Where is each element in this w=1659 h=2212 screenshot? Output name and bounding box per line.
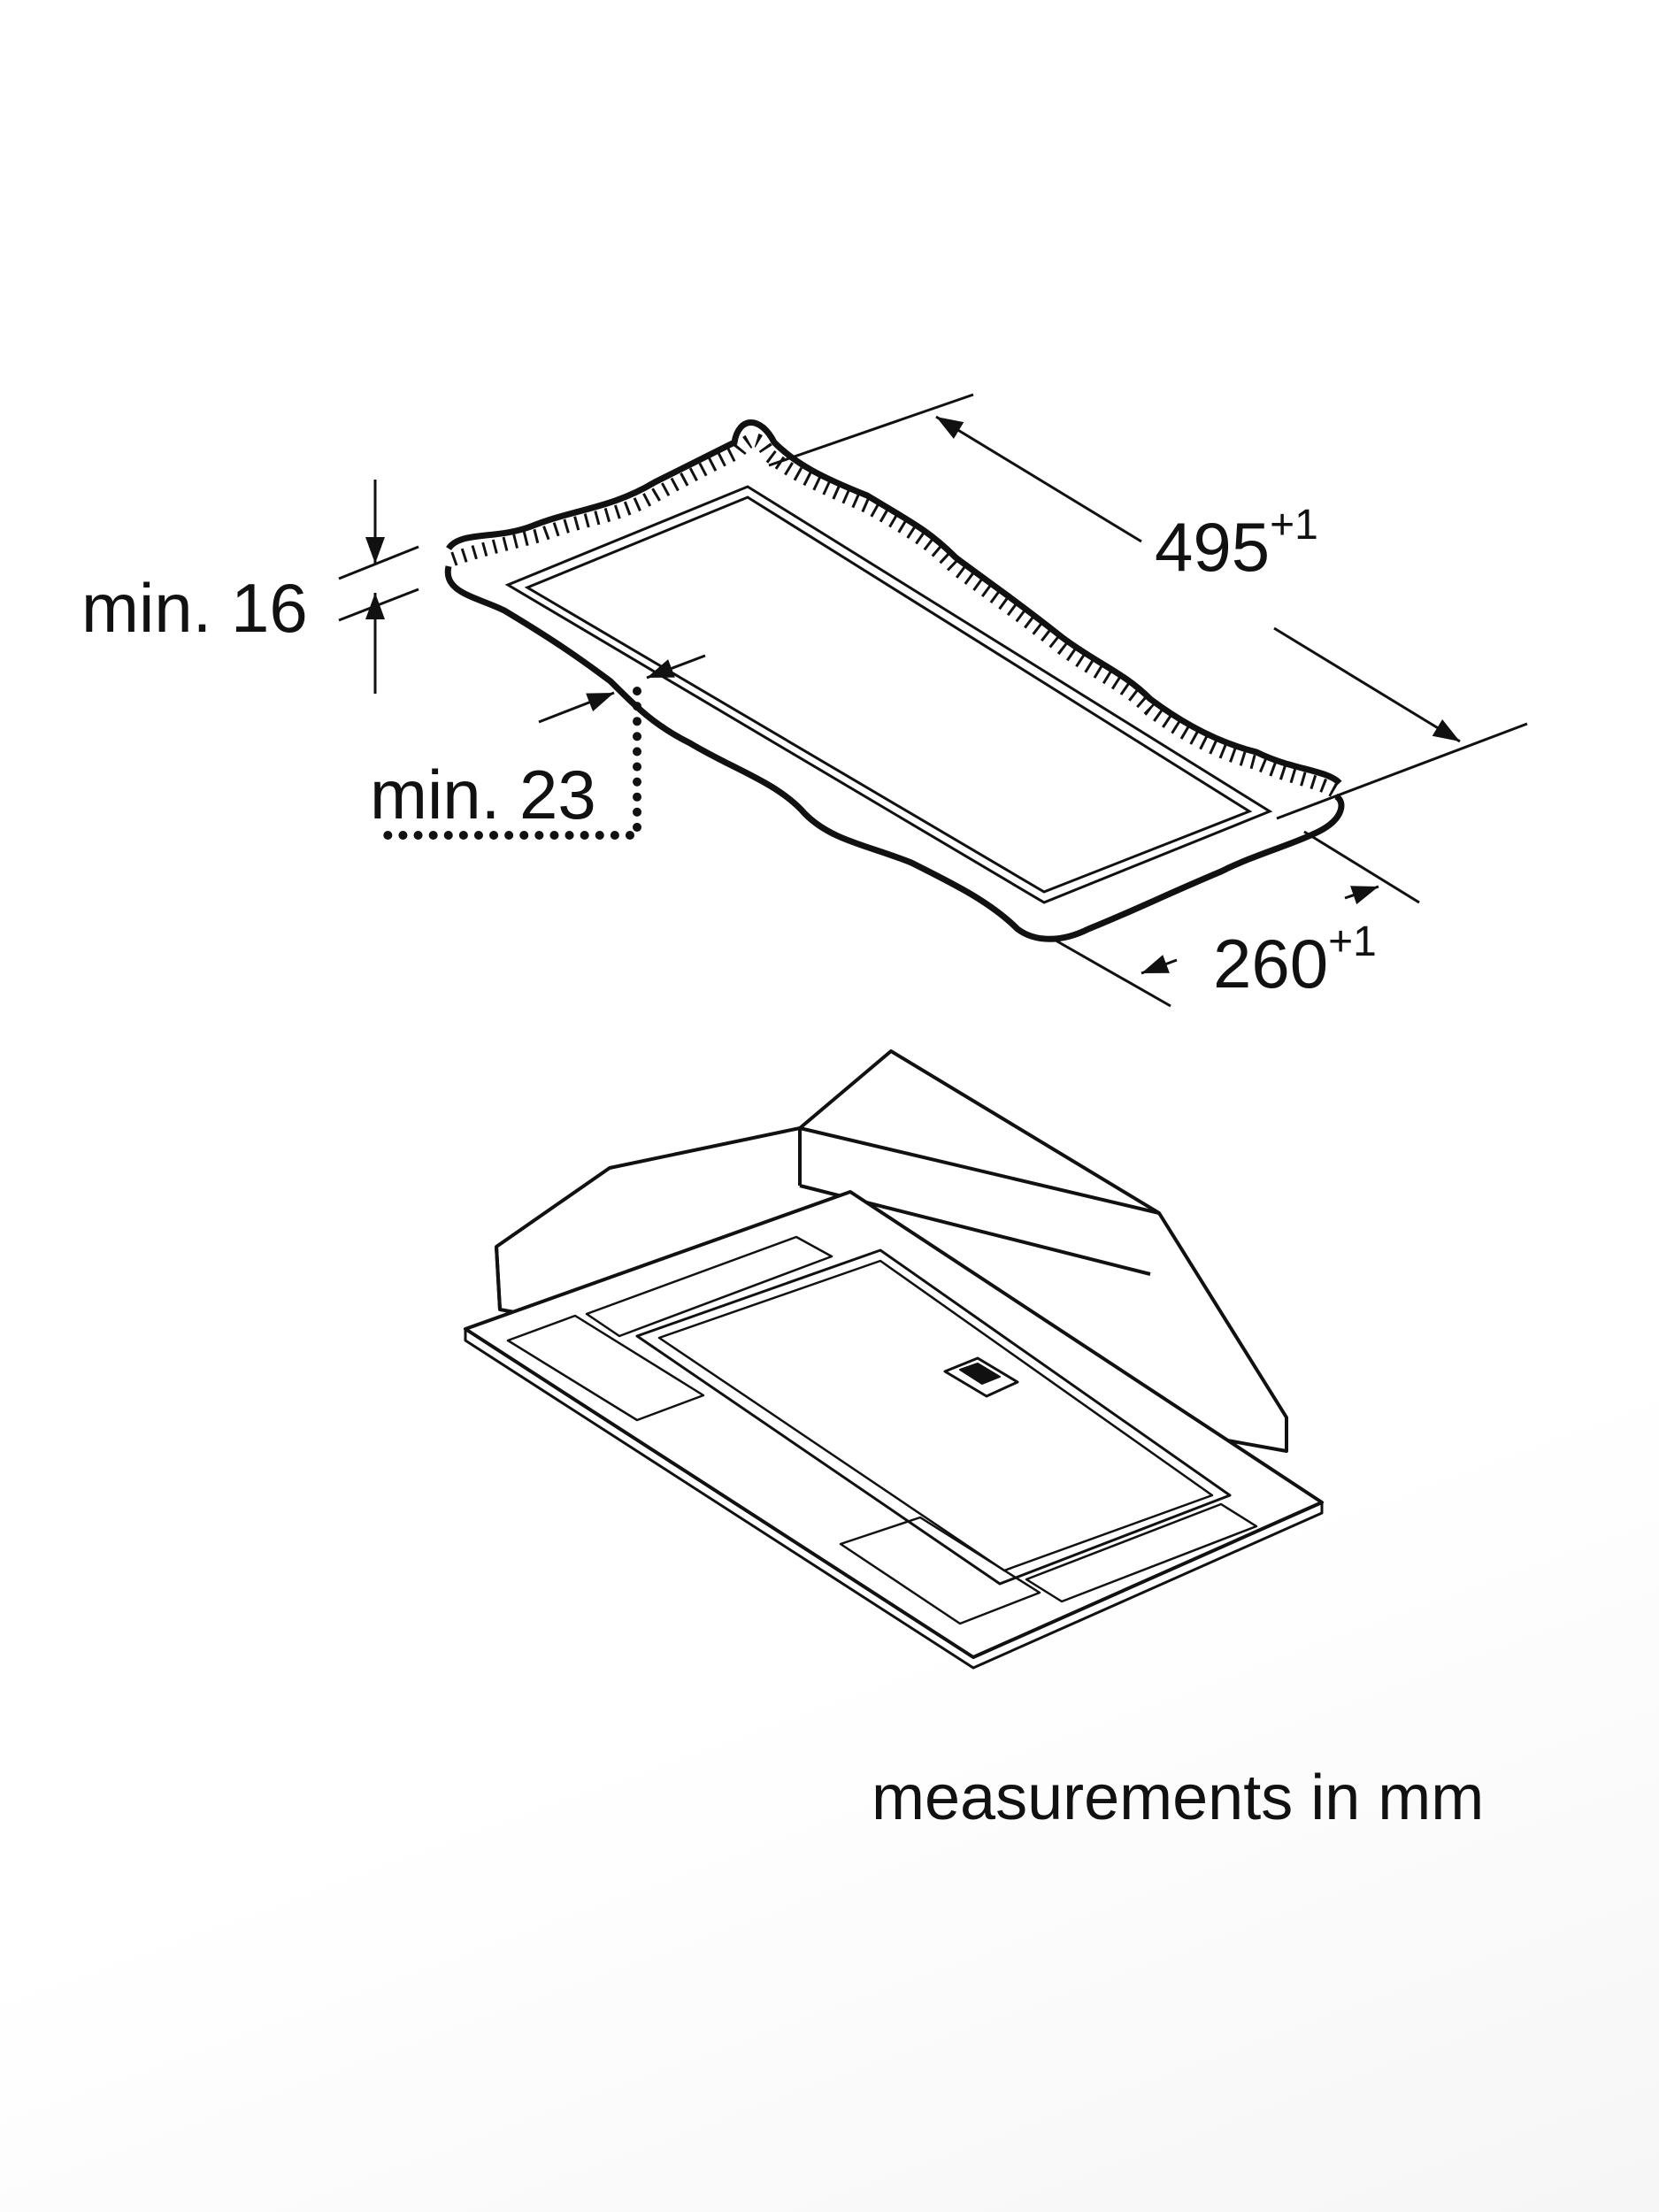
label-length: 495+1	[1155, 502, 1318, 586]
dimension-width	[1050, 830, 1420, 1008]
dimension-min-16	[338, 480, 419, 694]
label-width: 260+1	[1213, 918, 1377, 1002]
hood-filter-handle-grip	[959, 1363, 1001, 1385]
hood-filter-inner	[657, 1259, 1214, 1572]
ceiling-cutout	[444, 419, 1345, 942]
label-min-16: min. 16	[81, 569, 308, 647]
cutout-opening	[504, 485, 1273, 904]
hood-unit	[464, 1049, 1324, 1670]
hood-light-panel	[506, 1314, 705, 1422]
dimension-min-23	[376, 654, 706, 840]
hood-plate-edge	[464, 1329, 1324, 1670]
dimension-length	[768, 393, 1528, 820]
label-min-23: min. 23	[370, 756, 596, 833]
hood-filter-frame	[635, 1248, 1232, 1586]
hood-light-panel	[839, 1516, 1041, 1625]
cutout-hatched-band	[450, 433, 1340, 798]
cutout-bottom-edge	[444, 565, 1345, 942]
cutout-opening-inner	[524, 495, 1253, 894]
hood-top-ridge	[495, 1126, 1160, 1310]
cutout-top-edge	[446, 419, 1342, 786]
hood-light-panel	[585, 1235, 833, 1338]
units-note: measurements in mm	[872, 1763, 1484, 1833]
hood-light-panel	[1025, 1502, 1258, 1603]
